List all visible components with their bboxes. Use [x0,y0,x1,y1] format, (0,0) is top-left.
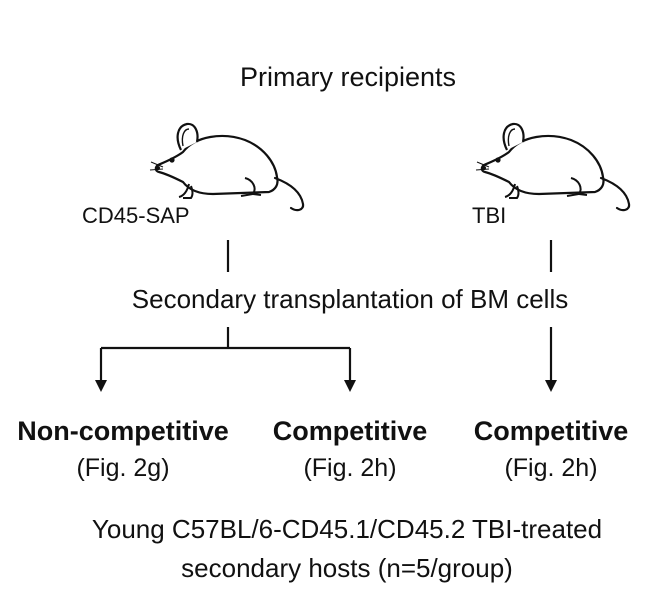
outcome-title: Competitive [272,416,428,446]
mouse-icon [148,122,305,212]
down-arrow-icon [344,348,356,392]
down-arrow-icon [95,348,107,392]
group-label-cd45-sap: CD45-SAP [82,203,190,228]
outcome-figure-ref: (Fig. 2h) [504,454,598,482]
diagram-title: Primary recipients [239,62,457,92]
group-label-tbi: TBI [472,203,507,228]
outcome-title: Competitive [473,416,629,446]
hosts-description-line2: secondary hosts (n=5/group) [181,553,513,583]
down-arrow-icon [545,327,557,392]
outcome-figure-ref: (Fig. 2g) [76,454,170,482]
outcome-title: Non-competitive [17,416,229,446]
step-label: Secondary transplantation of BM cells [129,284,571,314]
hosts-description-line1: Young C57BL/6-CD45.1/CD45.2 TBI-treated [91,514,603,544]
outcome-figure-ref: (Fig. 2h) [303,454,397,482]
mouse-icon [474,122,631,212]
